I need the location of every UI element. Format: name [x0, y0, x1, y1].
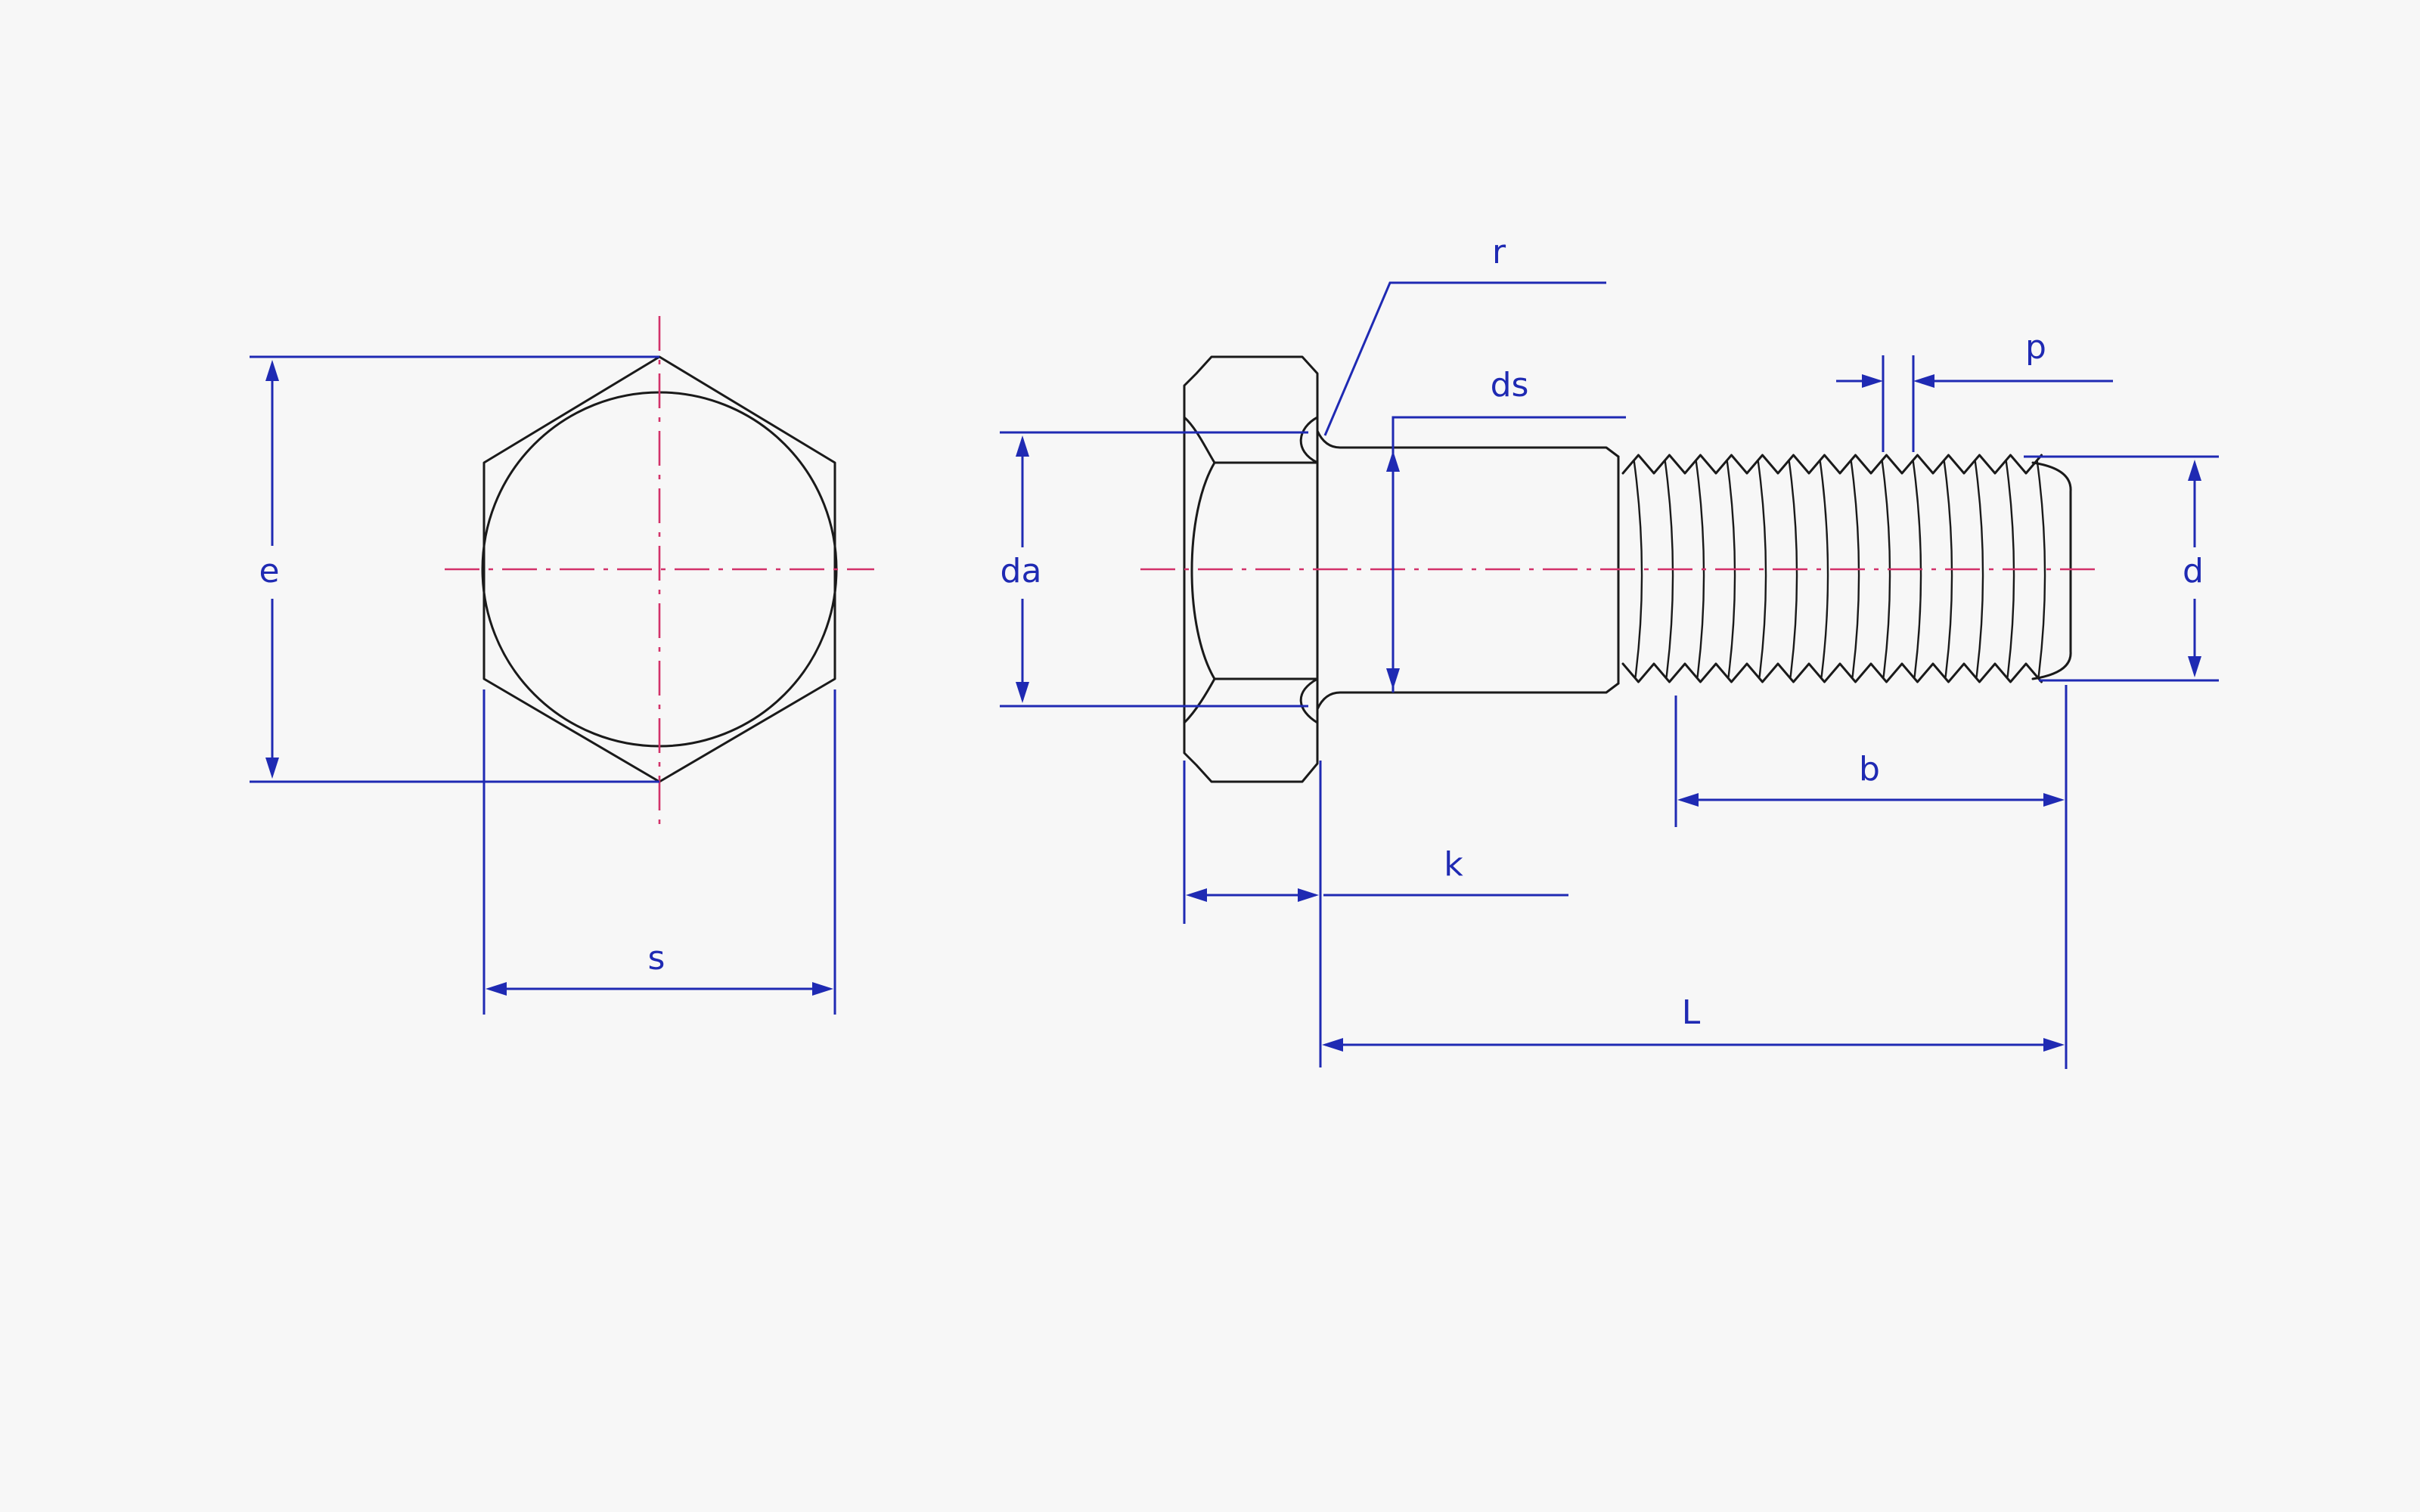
thread-flank-line — [1974, 459, 1984, 678]
dimension-e: e — [250, 355, 659, 783]
thread-crest-top — [1621, 454, 2043, 475]
dimension-label-s: s — [648, 939, 666, 978]
dimension-da: da — [1000, 431, 1308, 708]
dimension-label-r: r — [1492, 233, 1506, 271]
dimension-label-e: e — [259, 552, 279, 590]
dimension-label-k: k — [1444, 845, 1463, 884]
thread-flank-line — [1757, 459, 1767, 678]
head-side-outline — [1183, 355, 1319, 783]
dimension-label-da: da — [1001, 552, 1042, 590]
dimension-ds: ds — [1386, 366, 1626, 692]
dimension-p: p — [1836, 328, 2113, 452]
dimension-r: r — [1323, 233, 1606, 436]
thread-flank-line — [2036, 459, 2046, 678]
shank-outline — [1316, 429, 1620, 711]
head-chamfer-bottom — [1183, 677, 1319, 724]
head-face-arc — [1190, 461, 1216, 680]
thread-flank-line — [1633, 459, 1643, 678]
dimension-label-d: d — [2183, 552, 2204, 590]
dimension-d: d — [2024, 455, 2219, 682]
thread-flank-line — [1819, 459, 1829, 678]
dimension-L: L — [1322, 993, 2065, 1052]
dimension-k: k — [1183, 761, 1568, 1067]
hex-head-end-view — [445, 316, 874, 826]
thread-end-chamfer — [2031, 461, 2072, 680]
bolt-side-view — [1140, 355, 2098, 783]
dimension-label-L: L — [1682, 993, 1701, 1032]
dimension-label-b: b — [1859, 750, 1880, 789]
dimension-label-ds: ds — [1491, 366, 1529, 404]
dimension-s: s — [482, 689, 836, 1015]
dimension-b: b — [1674, 685, 2068, 1069]
head-chamfer-top — [1183, 416, 1319, 464]
thread-crest-bottom — [1621, 662, 2043, 683]
dimension-label-p: p — [2025, 328, 2046, 367]
